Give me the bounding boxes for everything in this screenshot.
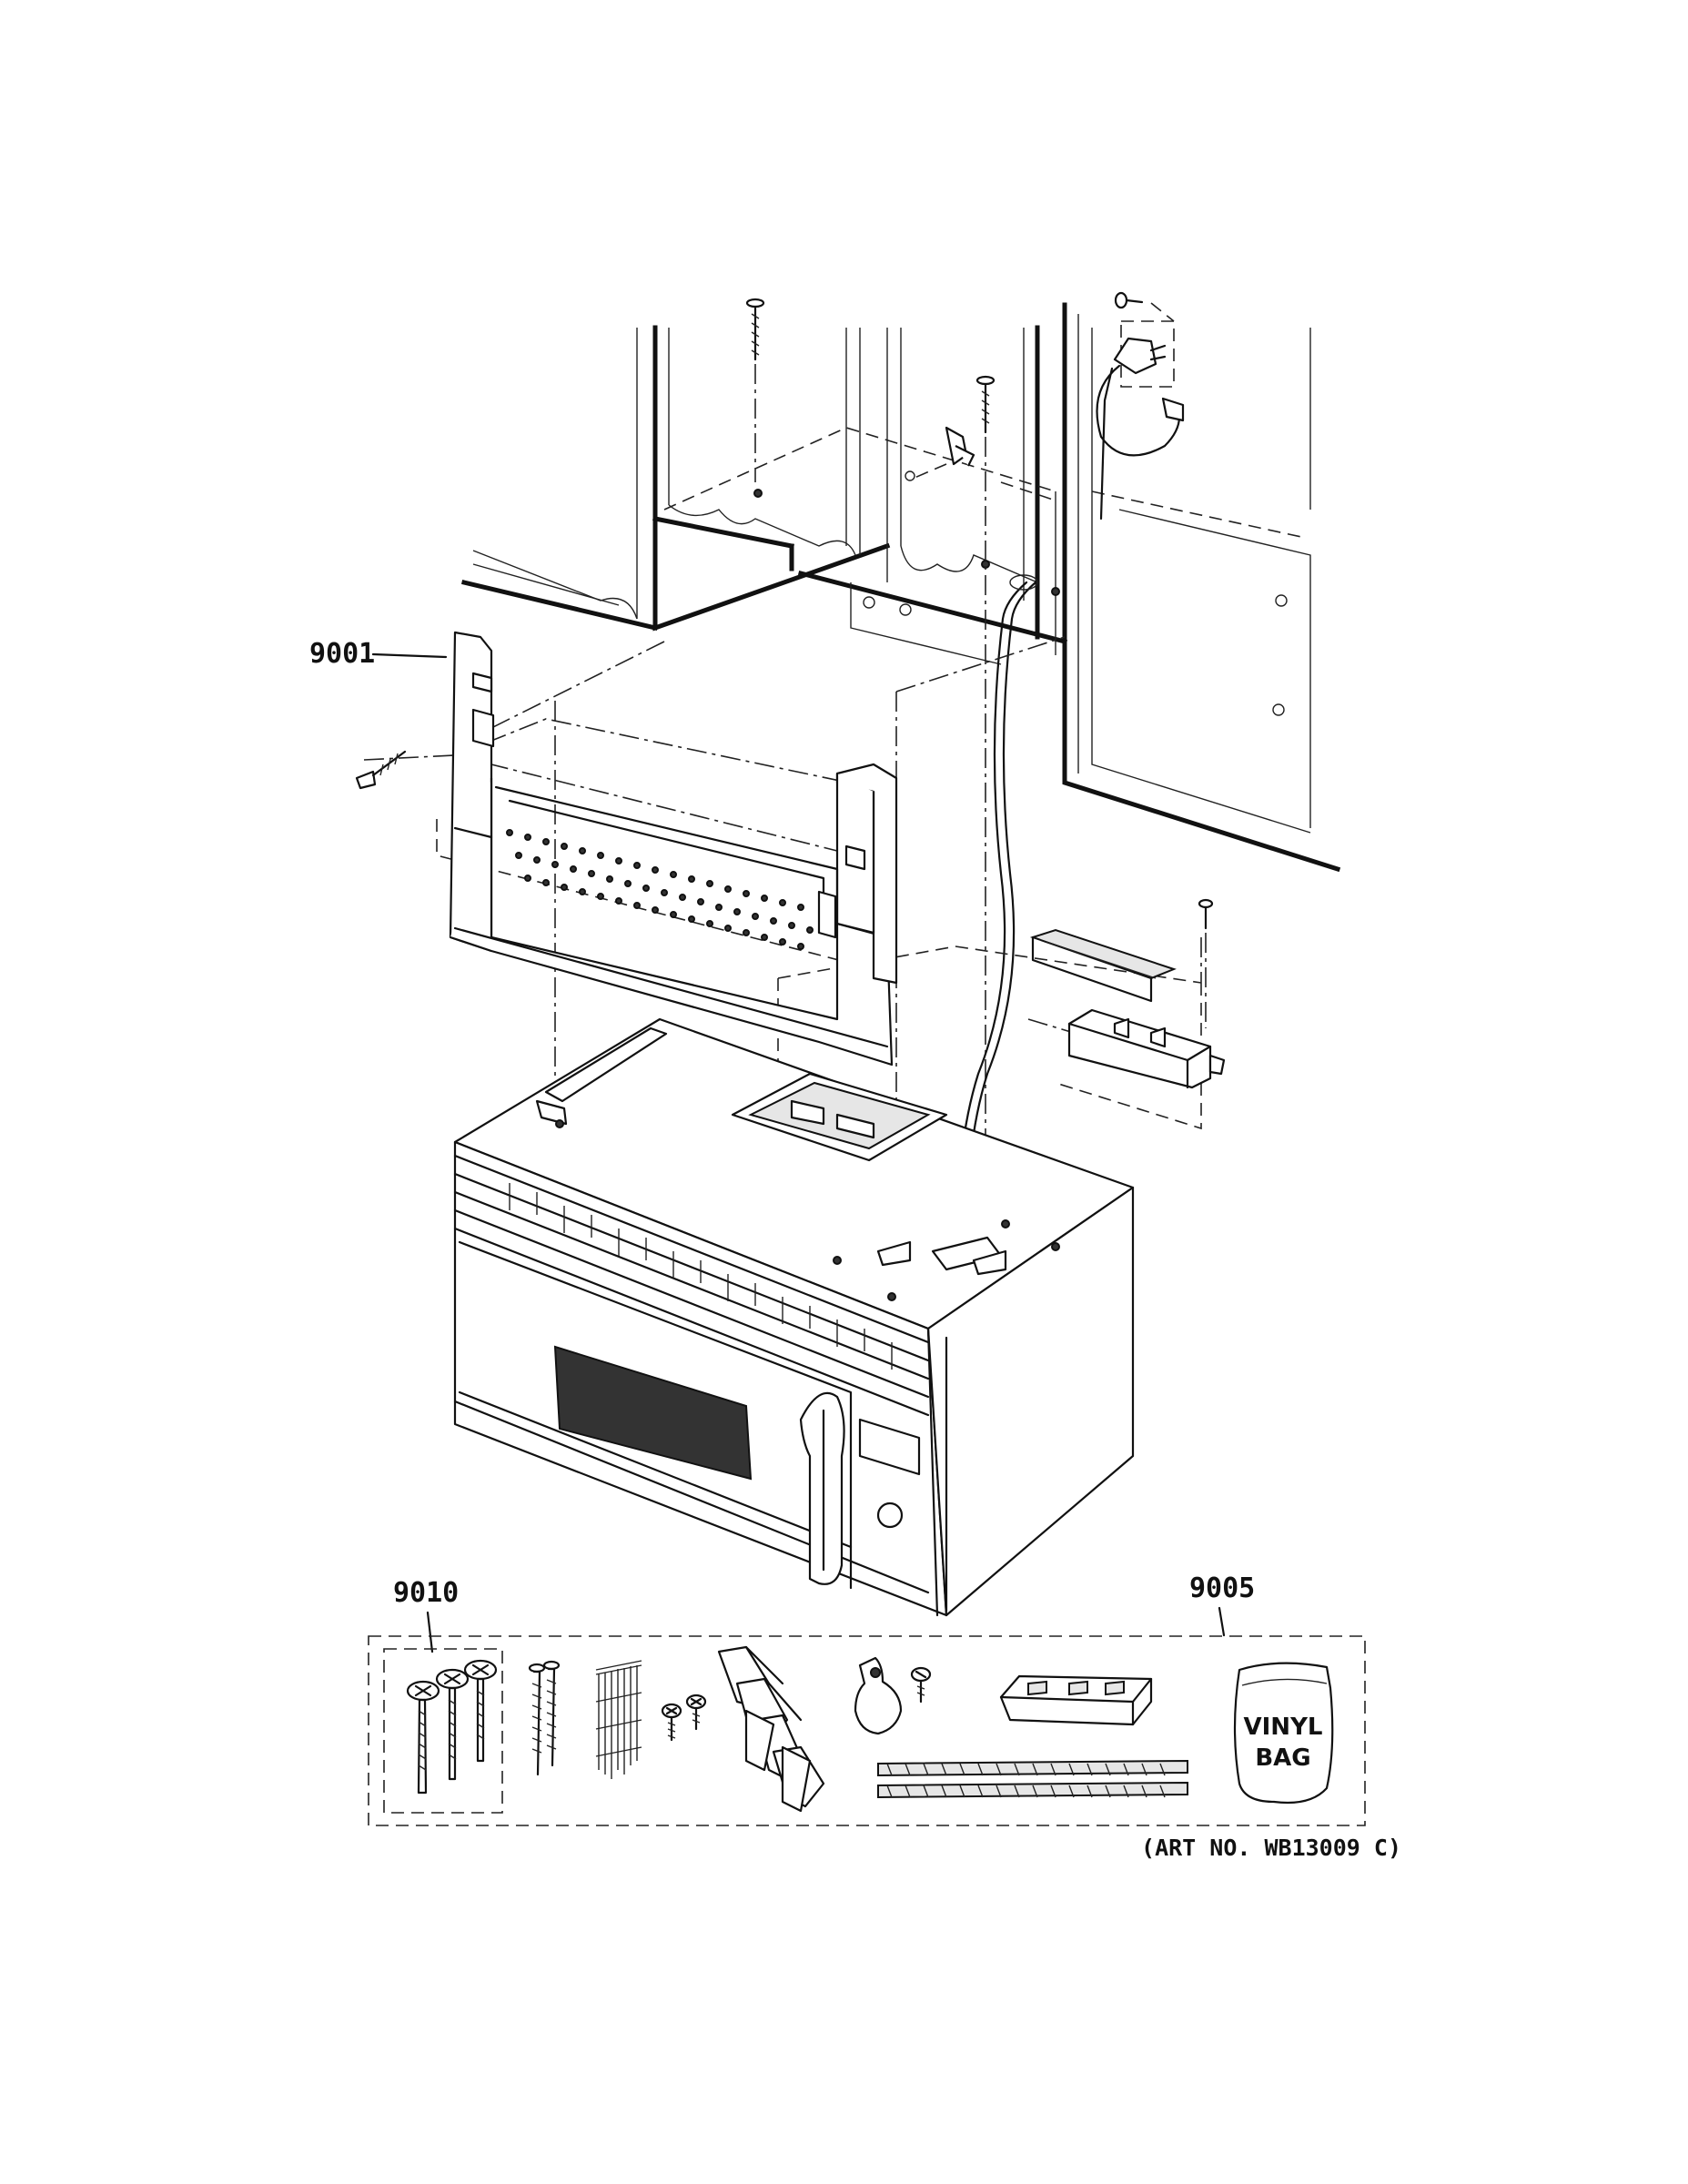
vent-grille — [453, 1154, 930, 1417]
callout-9001: 9001 — [309, 638, 448, 670]
mounting-plate — [449, 631, 898, 1067]
screw-kit-9010 — [383, 1648, 503, 1814]
cabinet-screw-middle — [975, 375, 996, 1210]
art-number: (ART NO. WB13009 C) — [1141, 1835, 1401, 1861]
callout-label-9001: 9001 — [309, 638, 375, 670]
wire-tie-clip — [914, 426, 975, 479]
toggle-wings — [717, 1645, 825, 1813]
small-screws — [661, 1694, 707, 1742]
callout-9010: 9010 — [393, 1577, 459, 1653]
power-cord — [956, 364, 1185, 1249]
cable-clamp — [854, 1656, 932, 1735]
foam-strips — [877, 1759, 1188, 1799]
damper-screw — [1198, 898, 1214, 1028]
toggle-bolt-2 — [435, 1668, 470, 1781]
callout-label-9005: 9005 — [1189, 1572, 1255, 1604]
vinyl-bag-text-line2: BAG — [1255, 1744, 1310, 1772]
vinyl-bag: VINYL BAG — [1233, 1662, 1334, 1805]
callout-9005: 9005 — [1189, 1572, 1255, 1637]
microwave-oven — [453, 1017, 1135, 1617]
hardware-kit-box — [368, 1635, 1366, 1826]
toggle-bolt-1 — [406, 1680, 440, 1795]
callout-label-9010: 9010 — [393, 1577, 459, 1609]
vinyl-bag-text-line1: VINYL — [1244, 1714, 1323, 1741]
toggle-bolt-3 — [463, 1659, 498, 1763]
wood-screws — [528, 1660, 561, 1776]
exhaust-damper-assembly — [1029, 928, 1226, 1089]
damper-part — [999, 1674, 1153, 1726]
power-outlet — [1113, 291, 1175, 388]
mounting-plate-holes — [506, 829, 814, 950]
cabinet-screw-left — [745, 298, 765, 482]
mounting-plate-screw — [355, 750, 407, 790]
anchor-bolts — [595, 1660, 642, 1779]
upper-cabinets — [460, 302, 1341, 873]
